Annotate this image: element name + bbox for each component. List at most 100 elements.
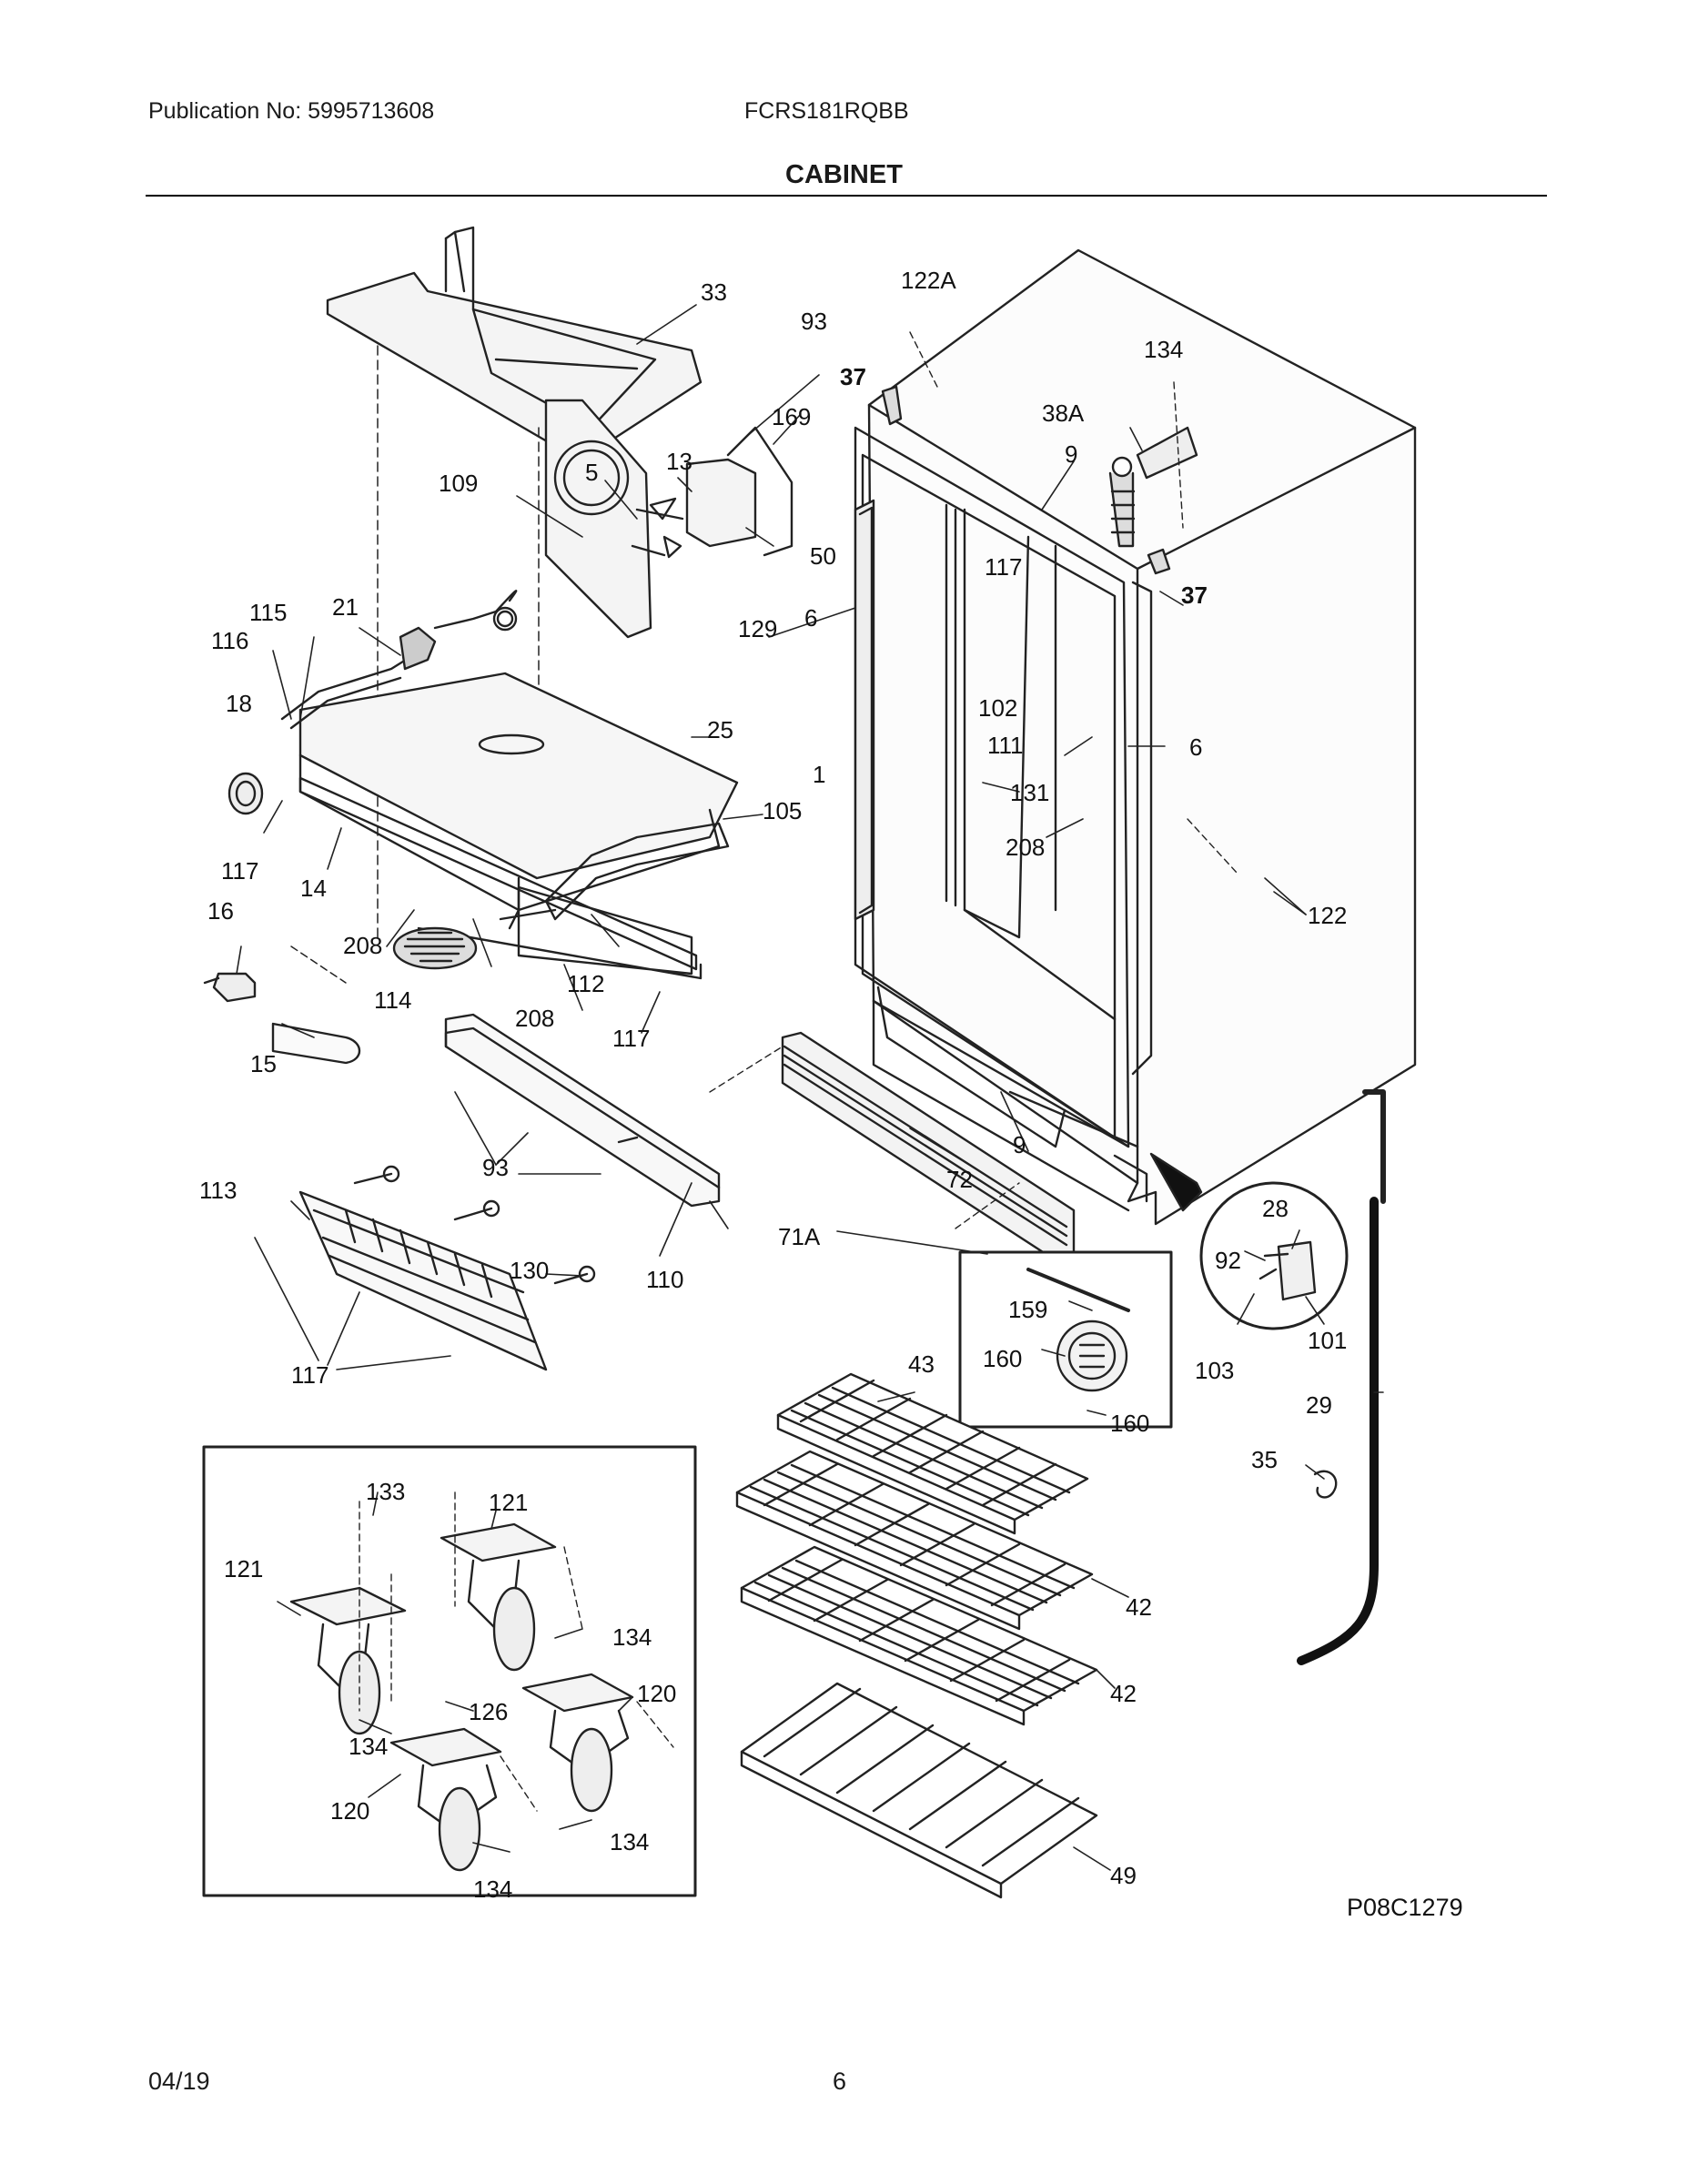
- publication-number: Publication No: 5995713608: [148, 98, 435, 124]
- callout-134: 134: [349, 1733, 388, 1760]
- callout-122A: 122A: [901, 267, 956, 294]
- callout-208: 208: [1006, 834, 1045, 861]
- callout-131: 131: [1010, 779, 1049, 806]
- cabinet-body-part: [854, 248, 1417, 1226]
- callout-5: 5: [585, 459, 598, 486]
- callout-109: 109: [439, 470, 478, 497]
- callout-9: 9: [1065, 440, 1077, 468]
- callout-134: 134: [610, 1828, 649, 1855]
- callout-121: 121: [224, 1555, 263, 1582]
- grille-114-part: [392, 926, 478, 970]
- callout-208: 208: [343, 932, 382, 959]
- callout-92: 92: [1215, 1247, 1241, 1274]
- toe-plate-part: [444, 1013, 721, 1208]
- callout-121: 121: [489, 1489, 528, 1516]
- hinge-38A-part: [1108, 426, 1198, 548]
- callout-111: 111: [987, 732, 1024, 759]
- callout-117: 117: [612, 1025, 650, 1052]
- page-title: CABINET: [785, 160, 903, 189]
- callout-117: 117: [985, 553, 1022, 581]
- callout-43: 43: [908, 1350, 935, 1378]
- callout-28: 28: [1262, 1195, 1289, 1222]
- evap-grommet-part: [227, 772, 264, 815]
- callout-93: 93: [482, 1154, 509, 1181]
- shelf-43-part: [776, 1372, 1089, 1535]
- cord-clip-35-part: [1313, 1470, 1338, 1499]
- leader-lines: [236, 304, 1384, 1871]
- callout-115: 115: [249, 599, 287, 626]
- callout-103: 103: [1195, 1357, 1234, 1384]
- callout-1: 1: [813, 761, 825, 788]
- power-cord-29-part: [1297, 1089, 1386, 1665]
- callout-110: 110: [646, 1266, 683, 1293]
- callout-50: 50: [810, 542, 836, 570]
- callout-160: 160: [1110, 1410, 1149, 1437]
- callout-102: 102: [978, 694, 1017, 722]
- callout-35: 35: [1251, 1446, 1278, 1473]
- drain-gutter-part: [499, 822, 730, 930]
- callout-134: 134: [473, 1876, 512, 1903]
- callout-33: 33: [701, 278, 727, 306]
- callout-16: 16: [207, 897, 234, 925]
- fan-motor-part: [631, 426, 793, 559]
- callout-120: 120: [330, 1797, 369, 1825]
- callout-117: 117: [291, 1361, 329, 1389]
- callout-101: 101: [1308, 1327, 1347, 1354]
- hinge-detail-circle: [1149, 1152, 1349, 1330]
- callout-120: 120: [637, 1680, 676, 1707]
- callout-113: 113: [199, 1177, 237, 1204]
- drawing-code: P08C1279: [1347, 1894, 1463, 1921]
- callout-37: 37: [840, 363, 866, 390]
- callout-130: 130: [510, 1257, 549, 1284]
- callout-18: 18: [226, 690, 252, 717]
- callout-129: 129: [738, 615, 777, 642]
- callout-169: 169: [772, 403, 811, 430]
- callout-42: 42: [1126, 1593, 1152, 1621]
- callout-42: 42: [1110, 1680, 1137, 1707]
- callout-134: 134: [1144, 336, 1183, 363]
- callout-105: 105: [763, 797, 802, 824]
- thermostat-16-part: [203, 972, 257, 1003]
- callout-116: 116: [211, 627, 248, 654]
- callout-49: 49: [1110, 1862, 1137, 1889]
- air-duct-part: [326, 226, 702, 455]
- shelf-49-part: [740, 1682, 1098, 1899]
- callout-133: 133: [366, 1478, 405, 1505]
- callout-6: 6: [804, 604, 817, 632]
- page-number: 6: [833, 2068, 847, 2095]
- callout-134: 134: [612, 1623, 652, 1651]
- callout-93: 93: [801, 308, 827, 335]
- callout-208: 208: [515, 1005, 554, 1032]
- callout-13: 13: [666, 448, 692, 475]
- heater-15-part: [271, 1022, 361, 1065]
- callout-6: 6: [1189, 733, 1202, 761]
- callout-72: 72: [946, 1166, 973, 1193]
- evaporator-cover-part: [280, 590, 739, 912]
- back-panel-part: [417, 885, 702, 980]
- callout-117: 117: [221, 857, 258, 885]
- callout-15: 15: [250, 1050, 277, 1077]
- casters-inset: [202, 1445, 697, 1897]
- callout-9: 9: [1013, 1131, 1026, 1158]
- callout-38A: 38A: [1042, 399, 1085, 427]
- callout-29: 29: [1306, 1391, 1332, 1419]
- title-rule: [146, 195, 1547, 197]
- breaker-strip-131: [945, 503, 957, 907]
- callout-122: 122: [1308, 902, 1347, 929]
- callout-37: 37: [1181, 581, 1208, 609]
- callout-25: 25: [707, 716, 733, 743]
- callout-14: 14: [300, 875, 327, 902]
- door-gasket-6-part: [854, 499, 875, 921]
- model-number: FCRS181RQBB: [744, 98, 909, 124]
- louver-113-part: [298, 1190, 548, 1371]
- callout-112: 112: [567, 970, 604, 997]
- callout-21: 21: [332, 593, 359, 621]
- callout-labels: 33 122A 93 37 134 169 38A 109 5 13 9 50 …: [199, 267, 1463, 1921]
- thermostat-inset: [958, 1250, 1173, 1429]
- shelf-42a-part: [735, 1450, 1094, 1631]
- callout-160: 160: [983, 1345, 1022, 1372]
- callout-126: 126: [469, 1698, 508, 1725]
- callout-114: 114: [374, 986, 411, 1014]
- footer-date: 04/19: [148, 2068, 210, 2095]
